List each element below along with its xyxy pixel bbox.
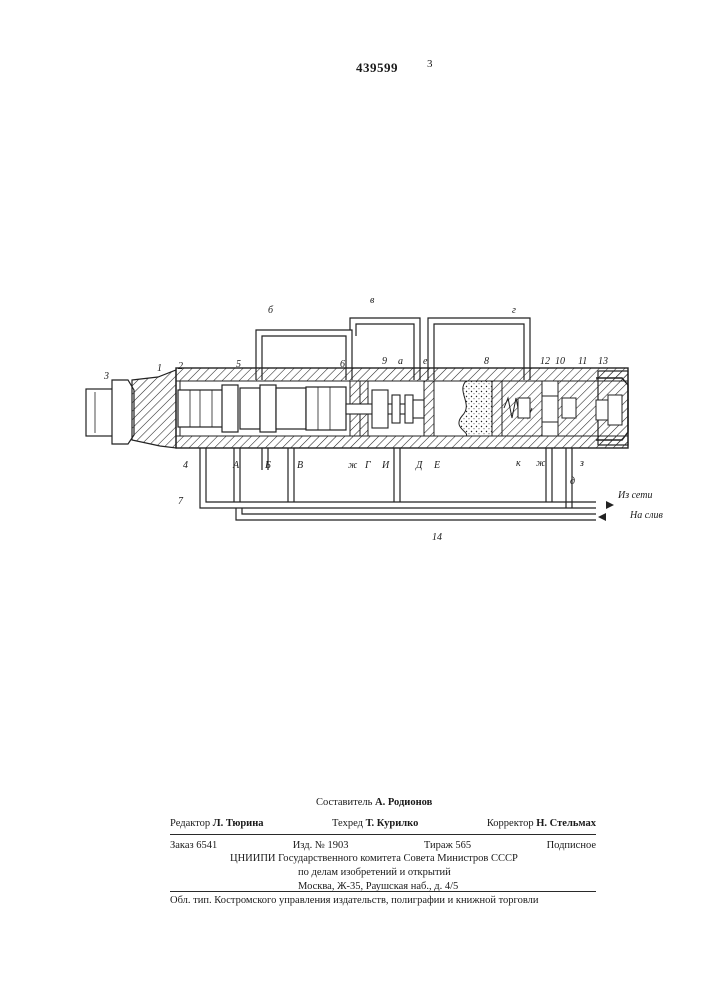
- label-z: з: [579, 458, 584, 469]
- label-g-pipe: г: [512, 305, 516, 316]
- technical-drawing: 3 1 2 5 6 9 а е 8 12 10 11 13 б в г 4 А …: [80, 280, 690, 540]
- institute-line: ЦНИИПИ Государственного комитета Совета …: [230, 853, 518, 864]
- label-V: В: [297, 460, 303, 471]
- label-v-pipe: в: [370, 295, 375, 306]
- techred-name: Т. Курилко: [366, 818, 419, 829]
- editor-label: Редактор: [170, 818, 210, 829]
- valve-spool: [372, 390, 424, 428]
- label-zh: ж: [348, 460, 358, 471]
- label-1: 1: [157, 363, 162, 374]
- techred-label: Техред: [332, 818, 363, 829]
- label-zh2: ж: [536, 458, 546, 469]
- label-D: Д: [415, 460, 423, 471]
- flow-arrows: [596, 501, 614, 521]
- label-k: к: [516, 458, 521, 469]
- label-11: 11: [578, 356, 587, 367]
- label-4: 4: [183, 460, 188, 471]
- circulation: Тираж 565: [424, 840, 471, 851]
- label-B: Б: [264, 460, 271, 471]
- editor: Редактор Л. Тюрина: [170, 818, 264, 829]
- editor-name: Л. Тюрина: [213, 818, 264, 829]
- label-3: 3: [103, 371, 109, 382]
- label-14: 14: [432, 532, 442, 540]
- corrector: Корректор Н. Стельмах: [487, 818, 596, 829]
- label-d: д: [570, 476, 575, 487]
- label-A: А: [232, 460, 240, 471]
- imprint-rule-bottom: [170, 891, 596, 892]
- page-mark: 3: [427, 58, 433, 70]
- order-number: Заказ 6541: [170, 840, 217, 851]
- outlet-label: На слив: [629, 510, 664, 521]
- label-I: И: [381, 460, 390, 471]
- label-E: Е: [433, 460, 440, 471]
- editors-row: Редактор Л. Тюрина Техред Т. Курилко Кор…: [170, 818, 596, 829]
- compiler-name: А. Родионов: [375, 797, 432, 808]
- housing-nose: [132, 370, 176, 448]
- printer-line: Обл. тип. Костромского управления издате…: [170, 895, 539, 906]
- corrector-label: Корректор: [487, 818, 534, 829]
- label-6: 6: [340, 359, 345, 370]
- label-10: 10: [555, 356, 565, 367]
- order-row: Заказ 6541 Изд. № 1903 Тираж 565 Подписн…: [170, 840, 596, 851]
- inlet-label: Из сети: [617, 490, 652, 501]
- label-12: 12: [540, 356, 550, 367]
- label-e: е: [423, 356, 428, 367]
- label-2: 2: [178, 361, 183, 372]
- label-13: 13: [598, 356, 608, 367]
- label-5: 5: [236, 359, 241, 370]
- compiler-label: Составитель: [316, 797, 372, 808]
- label-G: Г: [364, 460, 371, 471]
- label-8: 8: [484, 356, 489, 367]
- corrector-name: Н. Стельмах: [536, 818, 596, 829]
- end-cap: [596, 371, 628, 445]
- label-b-pipe: б: [268, 305, 274, 316]
- patent-number: 439599: [356, 60, 398, 76]
- accumulator: [434, 381, 492, 436]
- techred: Техред Т. Курилко: [332, 818, 418, 829]
- edition-number: Изд. № 1903: [293, 840, 349, 851]
- subscription: Подписное: [547, 840, 596, 851]
- label-a: а: [398, 356, 403, 367]
- affairs-line: по делам изобретений и открытий: [298, 867, 451, 878]
- compiler-line: Составитель А. Родионов: [316, 797, 432, 808]
- label-9: 9: [382, 356, 387, 367]
- chuck: [86, 380, 134, 444]
- imprint-rule-top: [170, 834, 596, 835]
- label-7: 7: [178, 496, 184, 507]
